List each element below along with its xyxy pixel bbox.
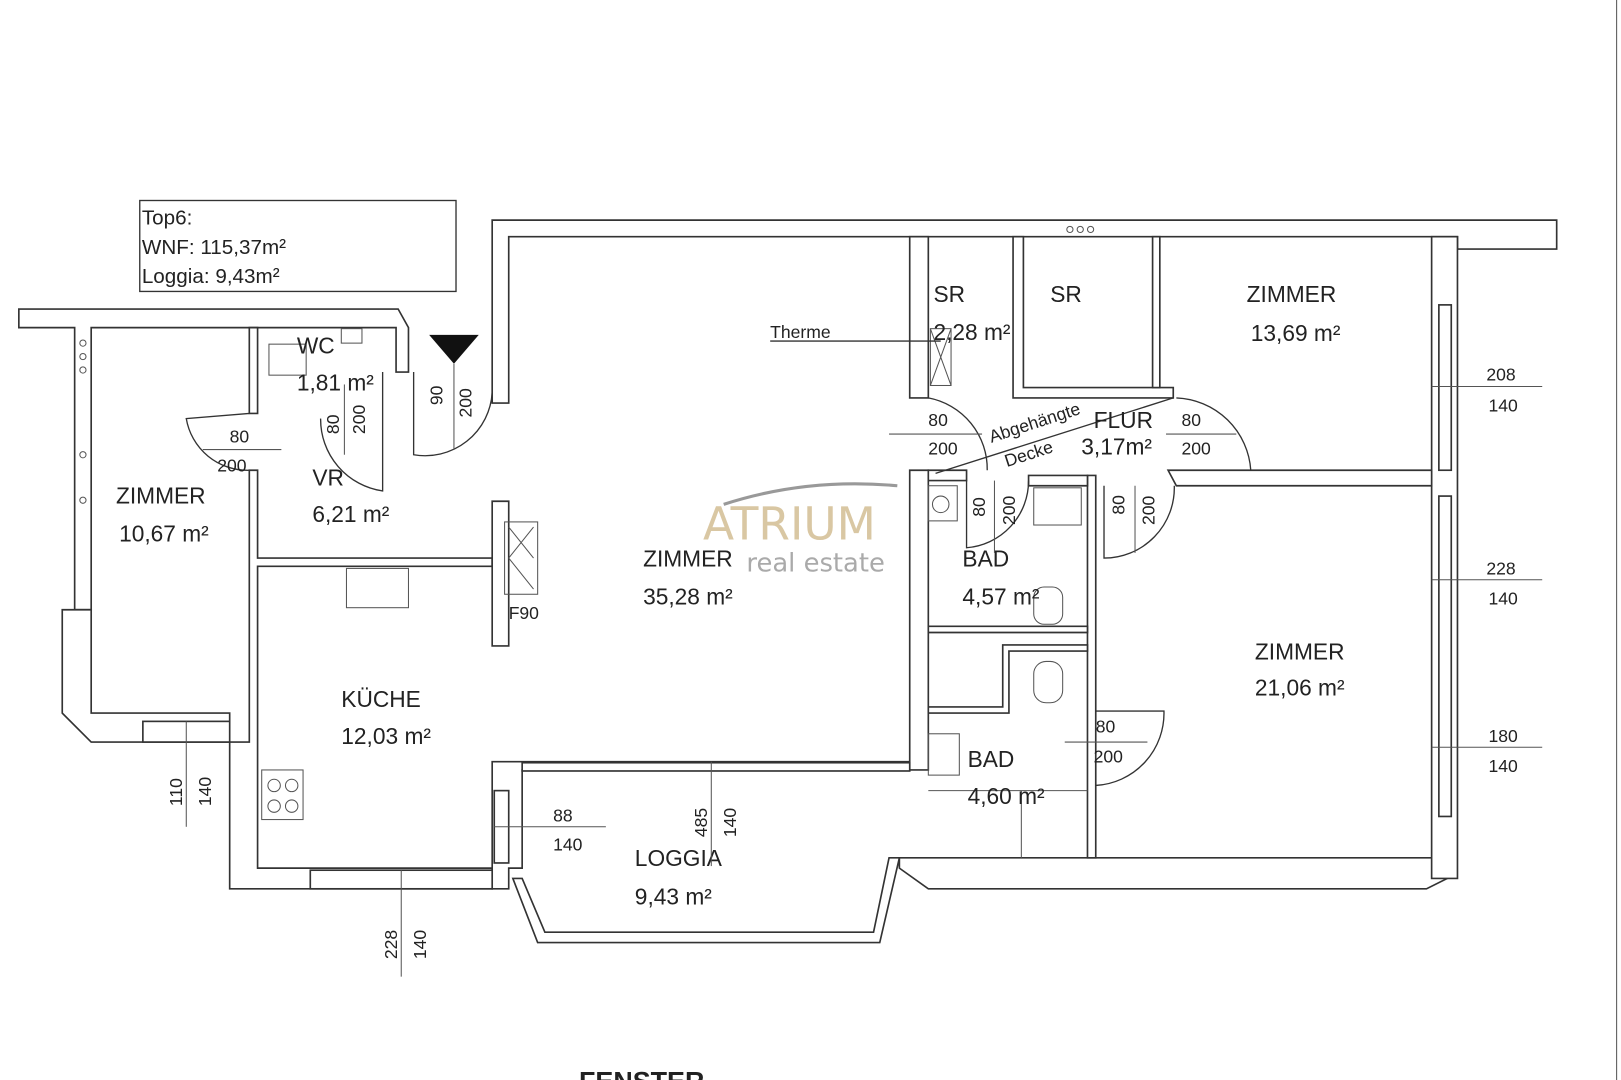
dim-height: 140: [195, 777, 215, 807]
dim-width: 90: [427, 385, 447, 405]
room-area: 12,03 m²: [341, 723, 431, 749]
chimney-f90: [504, 521, 539, 595]
room-name: BAD: [968, 746, 1015, 772]
dim-width: 208: [1486, 364, 1515, 384]
room-name: ZIMMER: [1255, 638, 1345, 664]
sink-icon: [927, 733, 960, 776]
washbasin-icon: [927, 485, 958, 522]
dim-width: 180: [1488, 726, 1518, 746]
ceiling-label-1: Abgehängte: [986, 398, 1082, 446]
f90-label: F90: [509, 603, 539, 623]
therme-label: Therme: [770, 322, 830, 342]
logo-tagline: real estate: [746, 549, 884, 579]
dim-height: 200: [217, 455, 247, 475]
room-area: 9,43 m²: [635, 883, 712, 909]
stove-icon: [261, 769, 304, 821]
ceiling-label-2: Decke: [1002, 437, 1055, 471]
dim-width: 80: [969, 497, 989, 517]
dim-height: 140: [720, 808, 740, 838]
dim-height: 200: [999, 495, 1019, 525]
dim-width: 88: [553, 806, 573, 826]
room-name: ZIMMER: [116, 482, 206, 508]
dim-width: 80: [928, 410, 948, 430]
kitchen-sink-icon: [345, 567, 409, 609]
dim-width: 228: [381, 930, 401, 959]
dim-width: 485: [691, 808, 711, 838]
room-name: ZIMMER: [1247, 281, 1337, 307]
dim-height: 140: [1488, 589, 1518, 609]
room-name: VR: [312, 465, 344, 491]
room-name: WC: [297, 332, 335, 358]
room-name: FLUR: [1094, 407, 1153, 433]
summary-title: Top6:: [142, 206, 193, 229]
room-name: SR: [933, 281, 965, 307]
area-summary-box: Top6: WNF: 115,37m² Loggia: 9,43m²: [139, 199, 457, 293]
toilet-icon: [1033, 586, 1064, 625]
dim-height: 200: [1182, 439, 1212, 459]
room-area: 10,67 m²: [119, 521, 209, 547]
room-labels: WC 1,81 m² VR 6,21 m² ZIMMER 10,67 m² ZI…: [116, 281, 1345, 910]
dim-height: 140: [410, 930, 430, 960]
room-area: 4,60 m²: [968, 783, 1045, 809]
dim-height: 200: [349, 405, 369, 435]
summary-loggia: Loggia: 9,43m²: [142, 265, 280, 288]
toilet-icon: [1033, 660, 1064, 704]
room-name: ZIMMER: [643, 545, 733, 571]
dim-height: 200: [1139, 495, 1159, 525]
room-area: 13,69 m²: [1251, 320, 1341, 346]
room-name: SR: [1050, 281, 1082, 307]
entrance-marker-icon: [429, 334, 479, 364]
dim-width: 80: [1109, 495, 1129, 515]
room-area: 21,06 m²: [1255, 675, 1345, 701]
room-area: 2,28 m²: [933, 319, 1010, 345]
room-name: BAD: [962, 545, 1009, 571]
room-name: KÜCHE: [341, 686, 421, 712]
room-name: LOGGIA: [635, 845, 723, 871]
summary-wnf: WNF: 115,37m²: [142, 236, 286, 259]
dim-width: 80: [323, 414, 343, 434]
dim-height: 140: [553, 835, 583, 855]
dim-width: 80: [1182, 410, 1202, 430]
sink-icon: [340, 328, 363, 344]
dim-width: 80: [1096, 717, 1116, 737]
logo-brand: ATRIUM: [703, 497, 876, 550]
dim-width: 110: [166, 778, 186, 806]
atrium-logo: ATRIUM real estate: [703, 482, 898, 579]
dim-width: 80: [230, 426, 250, 446]
room-area: 3,17m²: [1081, 434, 1152, 460]
dim-height: 140: [1488, 756, 1518, 776]
room-area: 4,57 m²: [962, 584, 1039, 610]
windows: [79, 225, 1453, 890]
toilet-icon: [268, 343, 307, 376]
dim-width: 228: [1486, 559, 1515, 579]
fixtures: [261, 328, 1082, 821]
dim-height: 200: [456, 388, 476, 418]
washbasin-icon: [1033, 487, 1082, 526]
boiler-icon: [929, 328, 952, 387]
bottom-label: FENSTER: [579, 1066, 704, 1080]
doors: [185, 332, 1252, 787]
room-area: 35,28 m²: [643, 584, 733, 610]
room-area: 1,81 m²: [297, 370, 374, 396]
room-area: 6,21 m²: [312, 501, 389, 527]
dim-height: 200: [928, 439, 958, 459]
dim-height: 140: [1488, 395, 1518, 415]
dim-height: 200: [1094, 747, 1124, 767]
dimension-labels: 80 200 80 200 90 200 80 200 80 200 80 20…: [166, 363, 1543, 977]
